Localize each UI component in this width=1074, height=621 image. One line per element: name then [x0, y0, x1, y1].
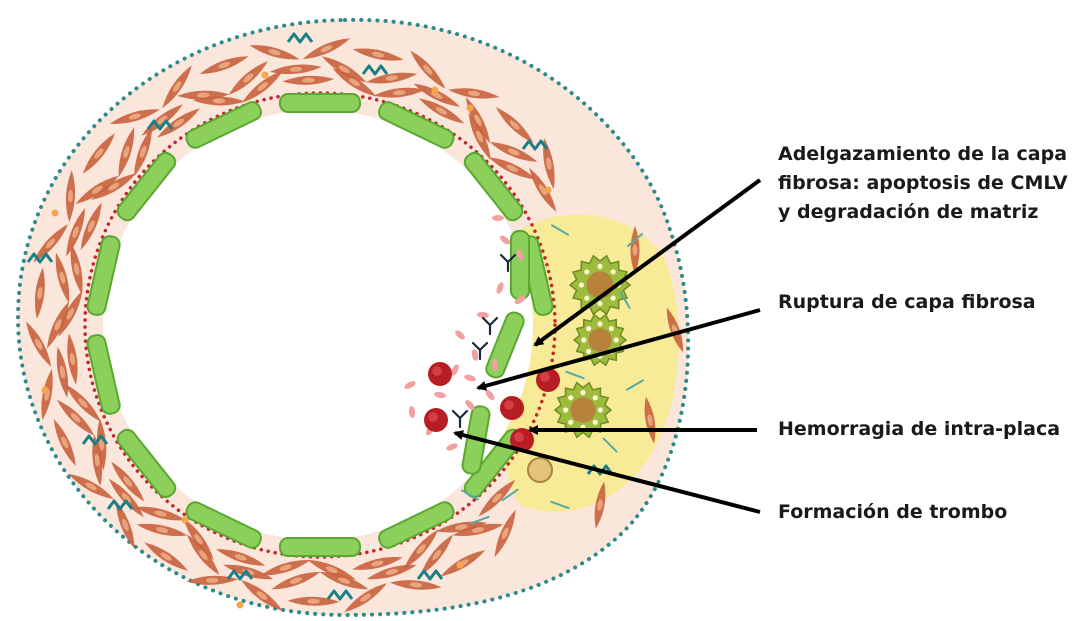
orange-dot [467, 105, 474, 112]
platelet-icon [492, 215, 504, 221]
red-blood-cell-icon [424, 408, 448, 432]
endothelial-cell-icon [280, 538, 360, 556]
label-thinning-line-1: Adelgazamiento de la capa [778, 140, 1068, 169]
orange-dot [432, 87, 439, 94]
artery-wall [18, 20, 688, 616]
orange-dot [262, 72, 269, 79]
label-fibrous-cap-thinning: Adelgazamiento de la capa fibrosa: apopt… [778, 140, 1068, 227]
red-blood-cell-icon [428, 362, 452, 386]
endothelial-cell-icon [280, 94, 360, 112]
macrophage-icon [528, 458, 552, 482]
orange-dot [545, 187, 552, 194]
label-thinning-line-2: fibrosa: apoptosis de CMLV [778, 169, 1068, 198]
endothelial-cell-icon [511, 231, 529, 299]
red-blood-cell-icon [500, 396, 524, 420]
orange-dot [237, 602, 244, 609]
orange-dot [52, 210, 59, 217]
orange-dot [42, 387, 49, 394]
orange-dot [457, 562, 464, 569]
label-thrombus-formation: Formación de trombo [778, 498, 1007, 527]
label-intraplaque-hemorrhage: Hemorragia de intra-placa [778, 415, 1060, 444]
label-fibrous-cap-rupture: Ruptura de capa fibrosa [778, 288, 1036, 317]
label-thinning-line-3: y degradación de matriz [778, 198, 1068, 227]
